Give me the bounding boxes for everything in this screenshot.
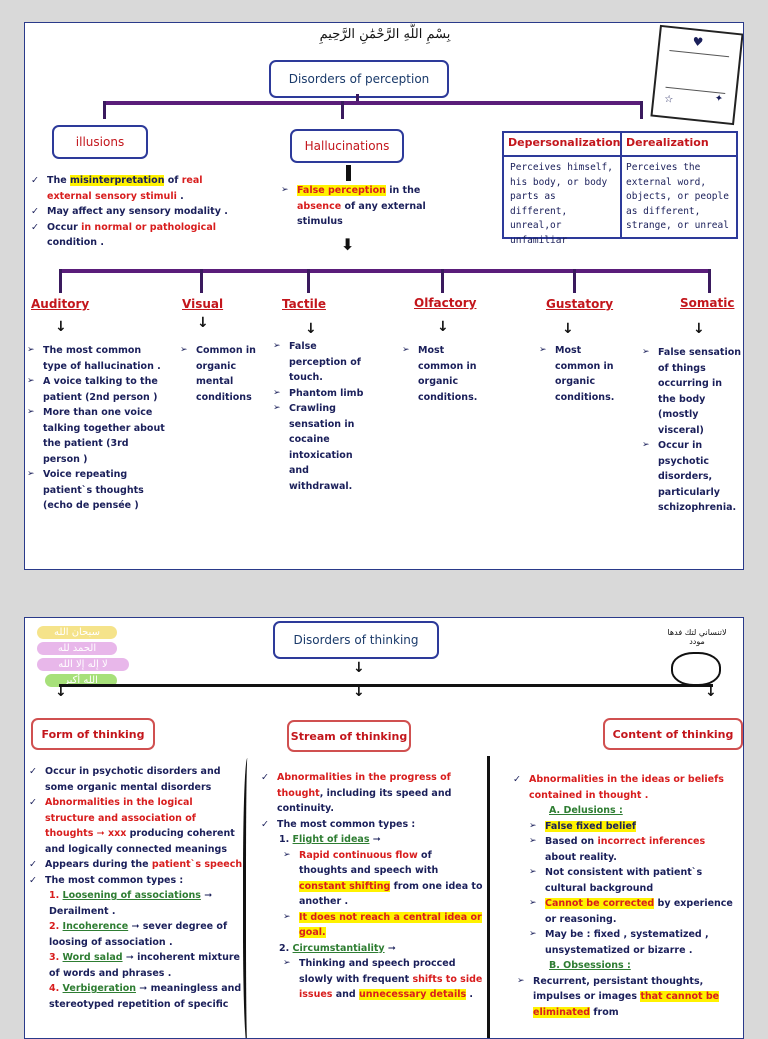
list-item: Abnormalities in the ideas or beliefs co… <box>513 772 739 803</box>
list-item: 1. Loosening of associations ➞ Derailmen… <box>49 890 213 917</box>
arrow-down-icon: ↓ <box>353 660 365 676</box>
list-item: Crawling sensation in cocaine intoxicati… <box>273 401 368 494</box>
table-cell: Perceives himself, his body, or body par… <box>510 162 613 246</box>
type-tactile: Tactile <box>282 297 326 311</box>
note-sticker: ♥ ☆ ✦ <box>650 24 743 126</box>
list-item: False perception in the absence of any e… <box>281 183 436 230</box>
stream-of-thinking-box: Stream of thinking <box>287 720 411 752</box>
heart-icon: ♥ <box>691 34 704 50</box>
list-item: 3. Word salad ➞ incoherent mixture of wo… <box>49 952 240 979</box>
list-item: May affect any sensory modality . <box>31 204 241 220</box>
content-of-thinking-box: Content of thinking <box>603 718 743 750</box>
arrow-down-icon: ↓ <box>705 684 717 700</box>
arrow-down-icon: ↓ <box>305 321 317 337</box>
list-item: 2. Incoherence ➞ sever degree of loosing… <box>49 921 228 948</box>
list-item: Phantom limb <box>273 386 368 402</box>
list-item: Cannot be corrected by experience or rea… <box>529 896 739 927</box>
list-item: 2. Circumstantiality ➞ <box>279 942 396 954</box>
olfactory-list: Most common in organic conditions. <box>402 343 484 405</box>
deperson-dereal-table: Depersonalization Derealization Perceive… <box>502 131 738 246</box>
tactile-list: False perception of touch. Phantom limb … <box>273 339 368 494</box>
somatic-list: False sensation of things occurring in t… <box>642 345 742 516</box>
list-item: Most common in organic conditions. <box>539 343 621 405</box>
column-divider <box>243 758 254 1038</box>
sticker: الله أكبر <box>45 674 117 687</box>
arrow-down-icon: ↓ <box>197 315 209 331</box>
type-auditory: Auditory <box>31 297 90 311</box>
perception-panel: بِسْمِ اللَّهِ الرَّحْمَٰنِ الرَّحِيمِ ♥… <box>24 22 744 570</box>
sticker: لا إله إلا الله <box>37 658 129 671</box>
table-header-depersonalization: Depersonalization <box>508 136 621 149</box>
list-item: Voice repeating patient`s thoughts (echo… <box>27 467 167 514</box>
column-divider <box>487 756 498 1038</box>
star-icon: ☆ <box>663 93 674 106</box>
type-olfactory: Olfactory <box>414 296 477 310</box>
list-item: Most common in organic conditions. <box>402 343 484 405</box>
list-item: False fixed belief <box>529 819 739 835</box>
list-item: Based on incorrect inferences about real… <box>529 834 739 865</box>
list-item: False perception of touch. <box>273 339 368 386</box>
sticker: سبحان الله <box>37 626 117 639</box>
table-header-derealization: Derealization <box>626 136 709 149</box>
content-list: Abnormalities in the ideas or beliefs co… <box>513 772 739 1020</box>
type-gustatory: Gustatory <box>546 297 614 311</box>
list-item: 1. Flight of ideas ➞ <box>279 834 381 845</box>
list-item: The misinterpretation of real external s… <box>31 173 241 204</box>
illusions-list: The misinterpretation of real external s… <box>31 173 241 251</box>
list-item: The most common types : <box>29 873 245 889</box>
list-item: A voice talking to the patient (2nd pers… <box>27 374 167 405</box>
arrow-down-icon: ↓ <box>353 684 365 700</box>
type-visual: Visual <box>182 297 224 311</box>
list-item: Occur in psychotic disorders and some or… <box>29 764 245 795</box>
sticker: الحمد لله <box>37 642 117 655</box>
hallucination-definition: False perception in the absence of any e… <box>281 183 436 230</box>
arrow-down-icon: ↓ <box>693 321 705 337</box>
list-item: 4. Verbigeration ➞ meaningless and stere… <box>49 983 242 1010</box>
list-item: The most common type of hallucination . <box>27 343 167 374</box>
arrow-down-icon: ⬇ <box>341 235 355 254</box>
table-cell: Perceives the external word, objects, or… <box>626 162 729 231</box>
arrow-down-icon: ↓ <box>55 684 67 700</box>
list-item: It does not reach a central idea or goal… <box>283 910 483 941</box>
list-item: Occur in psychotic disorders, particular… <box>642 438 742 516</box>
perception-title: Disorders of perception <box>269 60 449 98</box>
list-item: False sensation of things occurring in t… <box>642 345 742 438</box>
list-item: Appears during the patient`s speech <box>29 857 245 873</box>
list-item: May be : fixed , systematized , unsystem… <box>529 927 739 958</box>
list-item: Abnormalities in the progress of thought… <box>261 770 483 817</box>
list-item: The most common types : <box>261 817 483 833</box>
type-somatic: Somatic <box>680 296 735 310</box>
visual-list: Common in organic mental conditions <box>180 343 260 405</box>
gustatory-list: Most common in organic conditions. <box>539 343 621 405</box>
stream-list: Abnormalities in the progress of thought… <box>261 770 483 1003</box>
arrow-down-icon: ↓ <box>562 321 574 337</box>
hallucinations-box: Hallucinations <box>290 129 404 163</box>
obsessions-heading: B. Obsessions : <box>549 960 631 971</box>
list-item: Common in organic mental conditions <box>180 343 260 405</box>
doodle-caption: لاتنساني لتك فدها مودد <box>667 628 727 646</box>
list-item: Thinking and speech procced slowly with … <box>283 956 483 1003</box>
list-item: Occur in normal or pathological conditio… <box>31 220 241 251</box>
delusions-heading: A. Delusions : <box>549 805 623 816</box>
list-item: Abnormalities in the logical structure a… <box>29 795 245 857</box>
list-item: Not consistent with patient`s cultural b… <box>529 865 739 896</box>
star-icon: ✦ <box>714 93 724 105</box>
thinking-panel: سبحان الله الحمد لله لا إله إلا الله الل… <box>24 617 744 1039</box>
auditory-list: The most common type of hallucination . … <box>27 343 167 514</box>
arrow-down-icon: ↓ <box>55 319 67 335</box>
illusions-box: illusions <box>52 125 148 159</box>
note-scribble <box>665 49 730 95</box>
form-of-thinking-box: Form of thinking <box>31 718 155 750</box>
basmala: بِسْمِ اللَّهِ الرَّحْمَٰنِ الرَّحِيمِ <box>319 27 451 42</box>
list-item: Recurrent, persistant thoughts, impulses… <box>517 974 739 1021</box>
form-list: Occur in psychotic disorders and some or… <box>29 764 245 1012</box>
list-item: Rapid continuous flow of thoughts and sp… <box>283 848 483 910</box>
thinking-title: Disorders of thinking <box>273 621 439 659</box>
arrow-down-icon: ↓ <box>437 319 449 335</box>
brain-doodle-icon <box>671 652 721 686</box>
list-item: More than one voice talking together abo… <box>27 405 167 467</box>
